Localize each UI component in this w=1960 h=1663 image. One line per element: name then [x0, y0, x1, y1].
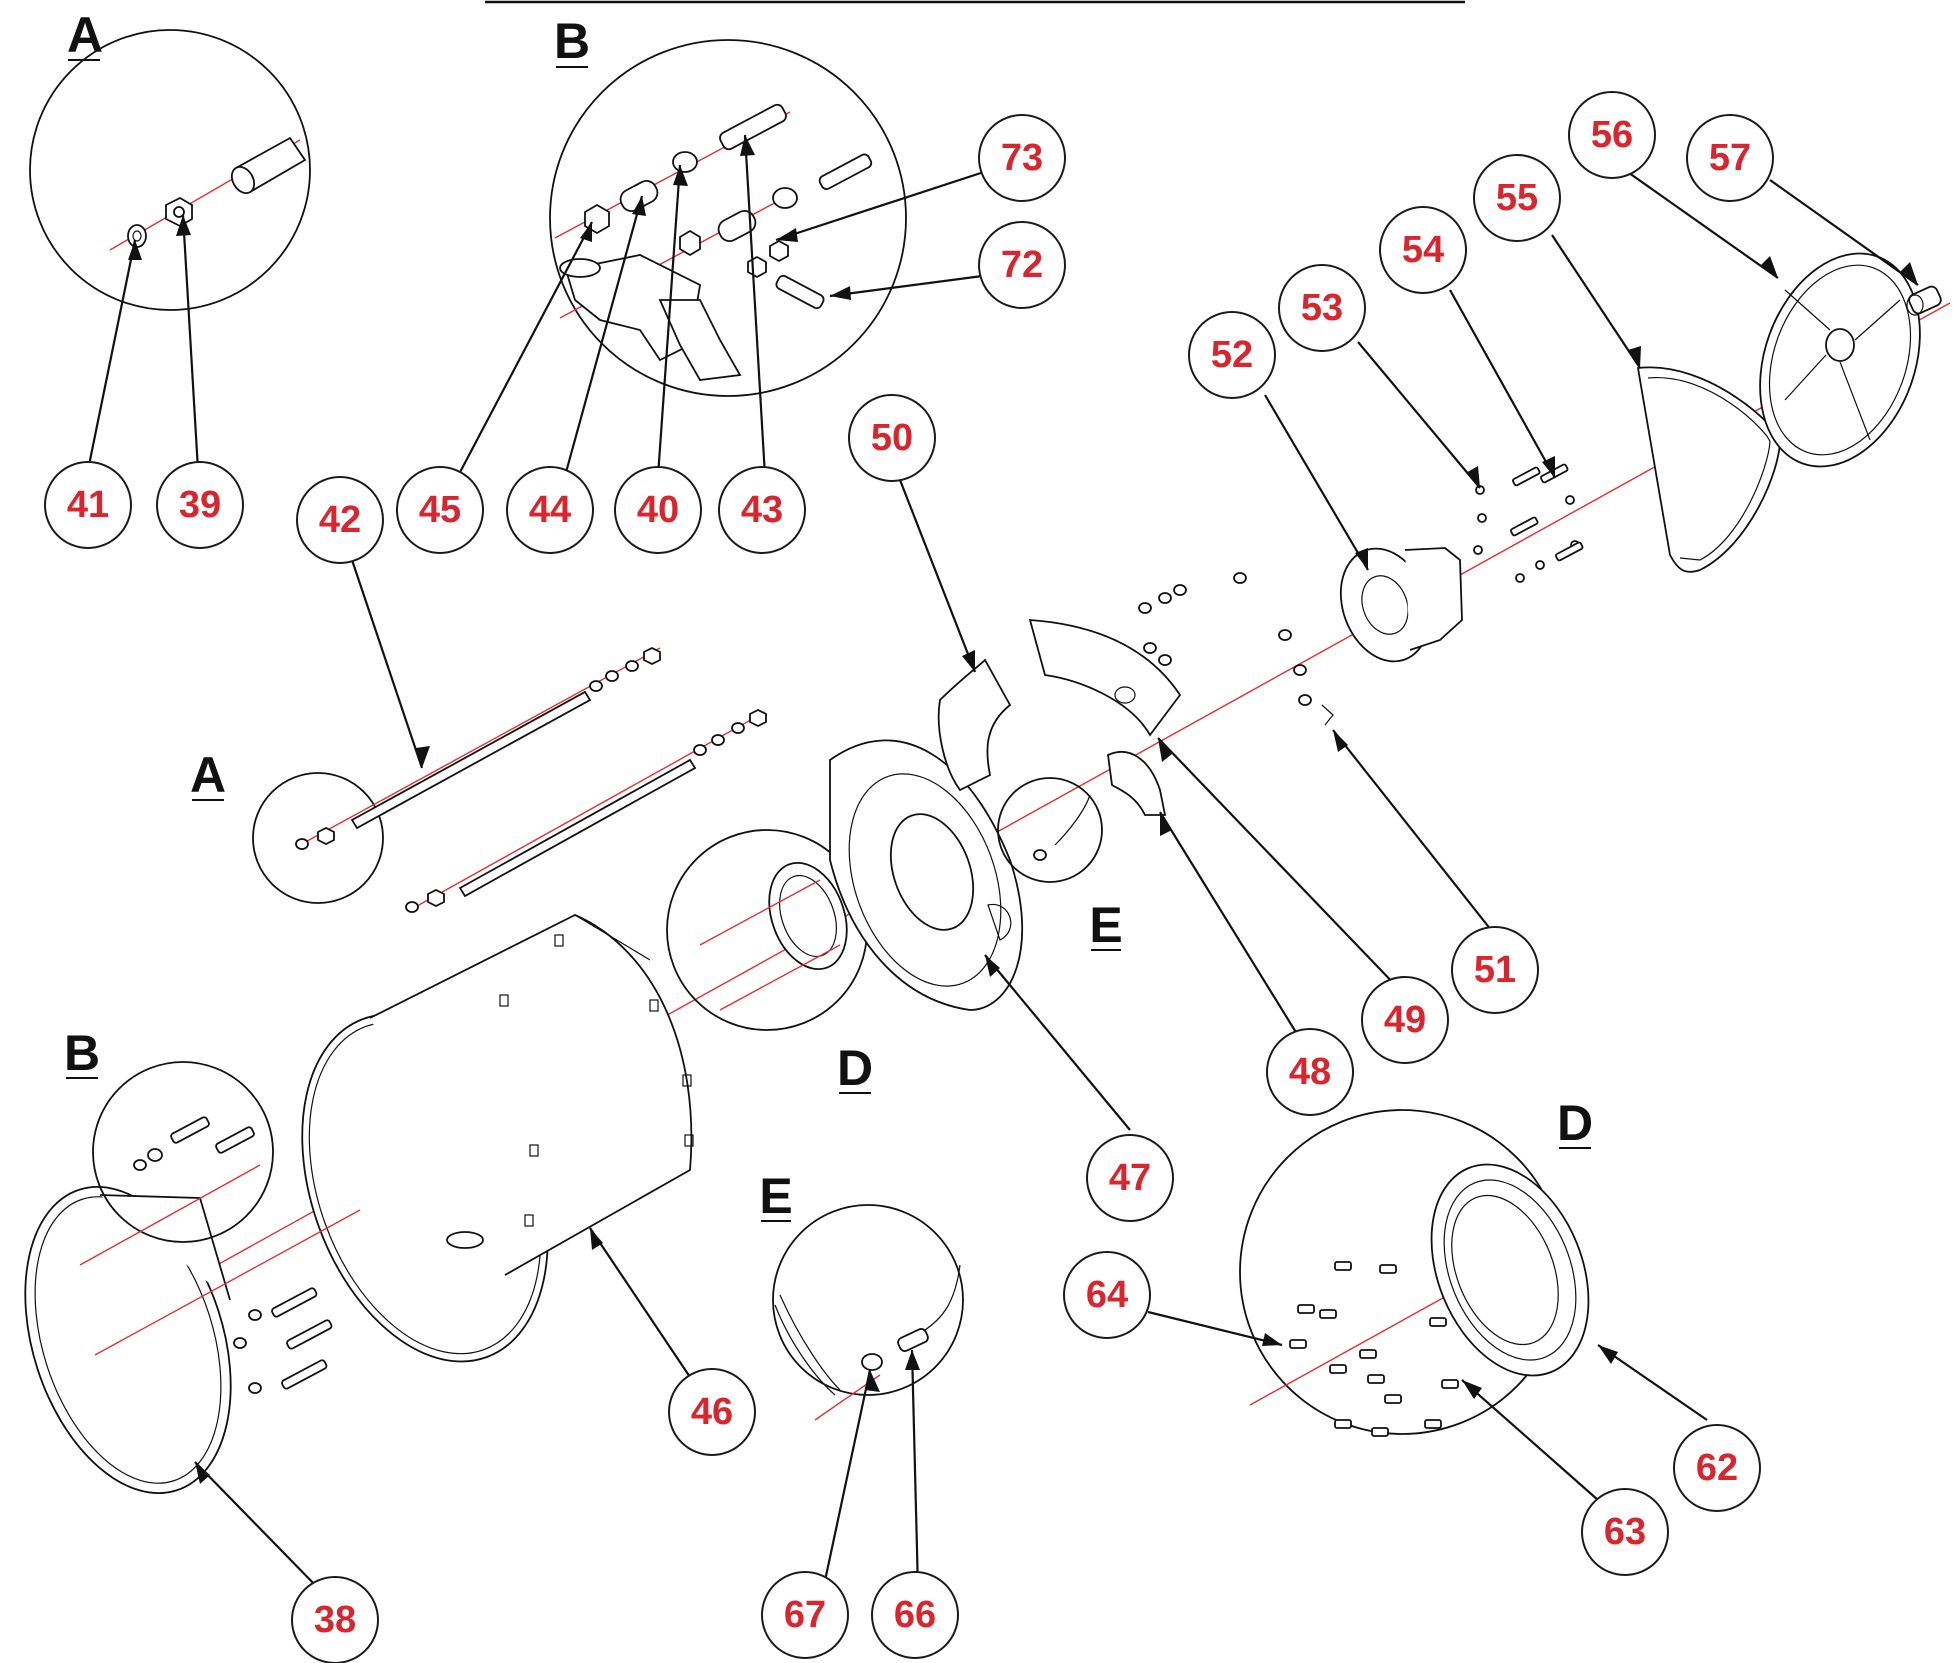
drum-part [301, 914, 694, 1363]
svg-text:42: 42 [319, 499, 361, 541]
callout-62: 62 [1673, 1424, 1761, 1512]
detail-letter-b-left: B [64, 1025, 100, 1081]
svg-text:56: 56 [1591, 114, 1633, 156]
detail-e-sensor-view [997, 777, 1103, 883]
detail-letter-d-right: D [1557, 1095, 1593, 1151]
callout-67: 67 [761, 1571, 849, 1659]
end-plate-part [829, 739, 1024, 1011]
svg-text:53: 53 [1301, 287, 1343, 329]
arrowheads [128, 135, 1918, 1484]
svg-text:50: 50 [871, 417, 913, 459]
svg-text:38: 38 [314, 1599, 356, 1641]
svg-text:43: 43 [741, 489, 783, 531]
callout-41: 41 [44, 461, 132, 549]
svg-text:52: 52 [1211, 334, 1253, 376]
callout-72: 72 [978, 221, 1066, 309]
detail-letter-a-mid: A [190, 747, 226, 803]
callout-53: 53 [1278, 264, 1366, 352]
svg-text:63: 63 [1604, 1511, 1646, 1553]
svg-text:46: 46 [691, 1391, 733, 1433]
svg-text:40: 40 [637, 489, 679, 531]
detail-a-rods-view [252, 646, 767, 913]
svg-text:51: 51 [1474, 949, 1516, 991]
callout-47: 47 [1086, 1134, 1174, 1222]
svg-text:E: E [1089, 897, 1122, 953]
svg-text:64: 64 [1086, 1274, 1128, 1316]
leader-lines [86, 134, 1919, 1591]
bolt-cluster [1138, 572, 1334, 726]
hub-bearing-part [1339, 547, 1463, 663]
svg-text:47: 47 [1109, 1157, 1151, 1199]
detail-letter-b-top: B [554, 13, 590, 69]
callout-66: 66 [871, 1571, 959, 1659]
svg-text:57: 57 [1709, 137, 1751, 179]
svg-text:B: B [64, 1025, 100, 1081]
callout-45: 45 [396, 466, 484, 554]
svg-text:55: 55 [1496, 177, 1538, 219]
svg-text:D: D [1557, 1095, 1593, 1151]
svg-text:B: B [554, 13, 590, 69]
svg-text:39: 39 [179, 484, 221, 526]
callout-49: 49 [1361, 976, 1449, 1064]
callout-42: 42 [296, 476, 384, 564]
svg-text:72: 72 [1001, 244, 1043, 286]
callout-50: 50 [848, 394, 936, 482]
ring-frame-part [24, 1061, 361, 1495]
detail-letter-e-bottom: E [759, 1168, 792, 1224]
detail-letter-d-mid: D [837, 1040, 873, 1096]
callout-44: 44 [506, 466, 594, 554]
svg-text:54: 54 [1402, 229, 1444, 271]
callout-51: 51 [1451, 926, 1539, 1014]
callout-40: 40 [614, 466, 702, 554]
svg-text:45: 45 [419, 489, 461, 531]
svg-text:48: 48 [1289, 1051, 1331, 1093]
bracket-48-part [1107, 751, 1167, 816]
washer-cluster [1473, 463, 1584, 583]
bracket-50-part [937, 658, 1012, 792]
svg-text:41: 41 [67, 484, 109, 526]
detail-letter-a-top: A [67, 7, 103, 63]
detail-a-view [29, 29, 311, 311]
detail-letter-e-mid: E [1089, 897, 1122, 953]
screw-set [1289, 1261, 1459, 1437]
svg-text:A: A [67, 7, 103, 63]
svg-text:44: 44 [529, 489, 571, 531]
callout-55: 55 [1473, 154, 1561, 242]
svg-text:62: 62 [1696, 1447, 1738, 1489]
callout-52: 52 [1188, 311, 1276, 399]
svg-text:E: E [759, 1168, 792, 1224]
callout-46: 46 [668, 1368, 756, 1456]
bracket-49-part [1028, 619, 1182, 737]
svg-text:A: A [190, 747, 226, 803]
drive-belt-part [1636, 366, 1781, 573]
svg-text:67: 67 [784, 1594, 826, 1636]
callout-63: 63 [1581, 1488, 1669, 1576]
pulley-nut-part [1906, 285, 1942, 316]
callout-43: 43 [718, 466, 806, 554]
svg-text:49: 49 [1384, 999, 1426, 1041]
callout-73: 73 [978, 114, 1066, 202]
callout-57: 57 [1686, 114, 1774, 202]
detail-b-view [549, 39, 907, 397]
svg-text:D: D [837, 1040, 873, 1096]
callout-48: 48 [1266, 1028, 1354, 1116]
svg-text:66: 66 [894, 1594, 936, 1636]
callout-54: 54 [1379, 206, 1467, 294]
callout-39: 39 [156, 461, 244, 549]
callout-64: 64 [1063, 1251, 1151, 1339]
callout-56: 56 [1568, 91, 1656, 179]
callout-38: 38 [291, 1576, 379, 1663]
svg-text:73: 73 [1001, 137, 1043, 179]
detail-d-right-view [1239, 1109, 1590, 1437]
